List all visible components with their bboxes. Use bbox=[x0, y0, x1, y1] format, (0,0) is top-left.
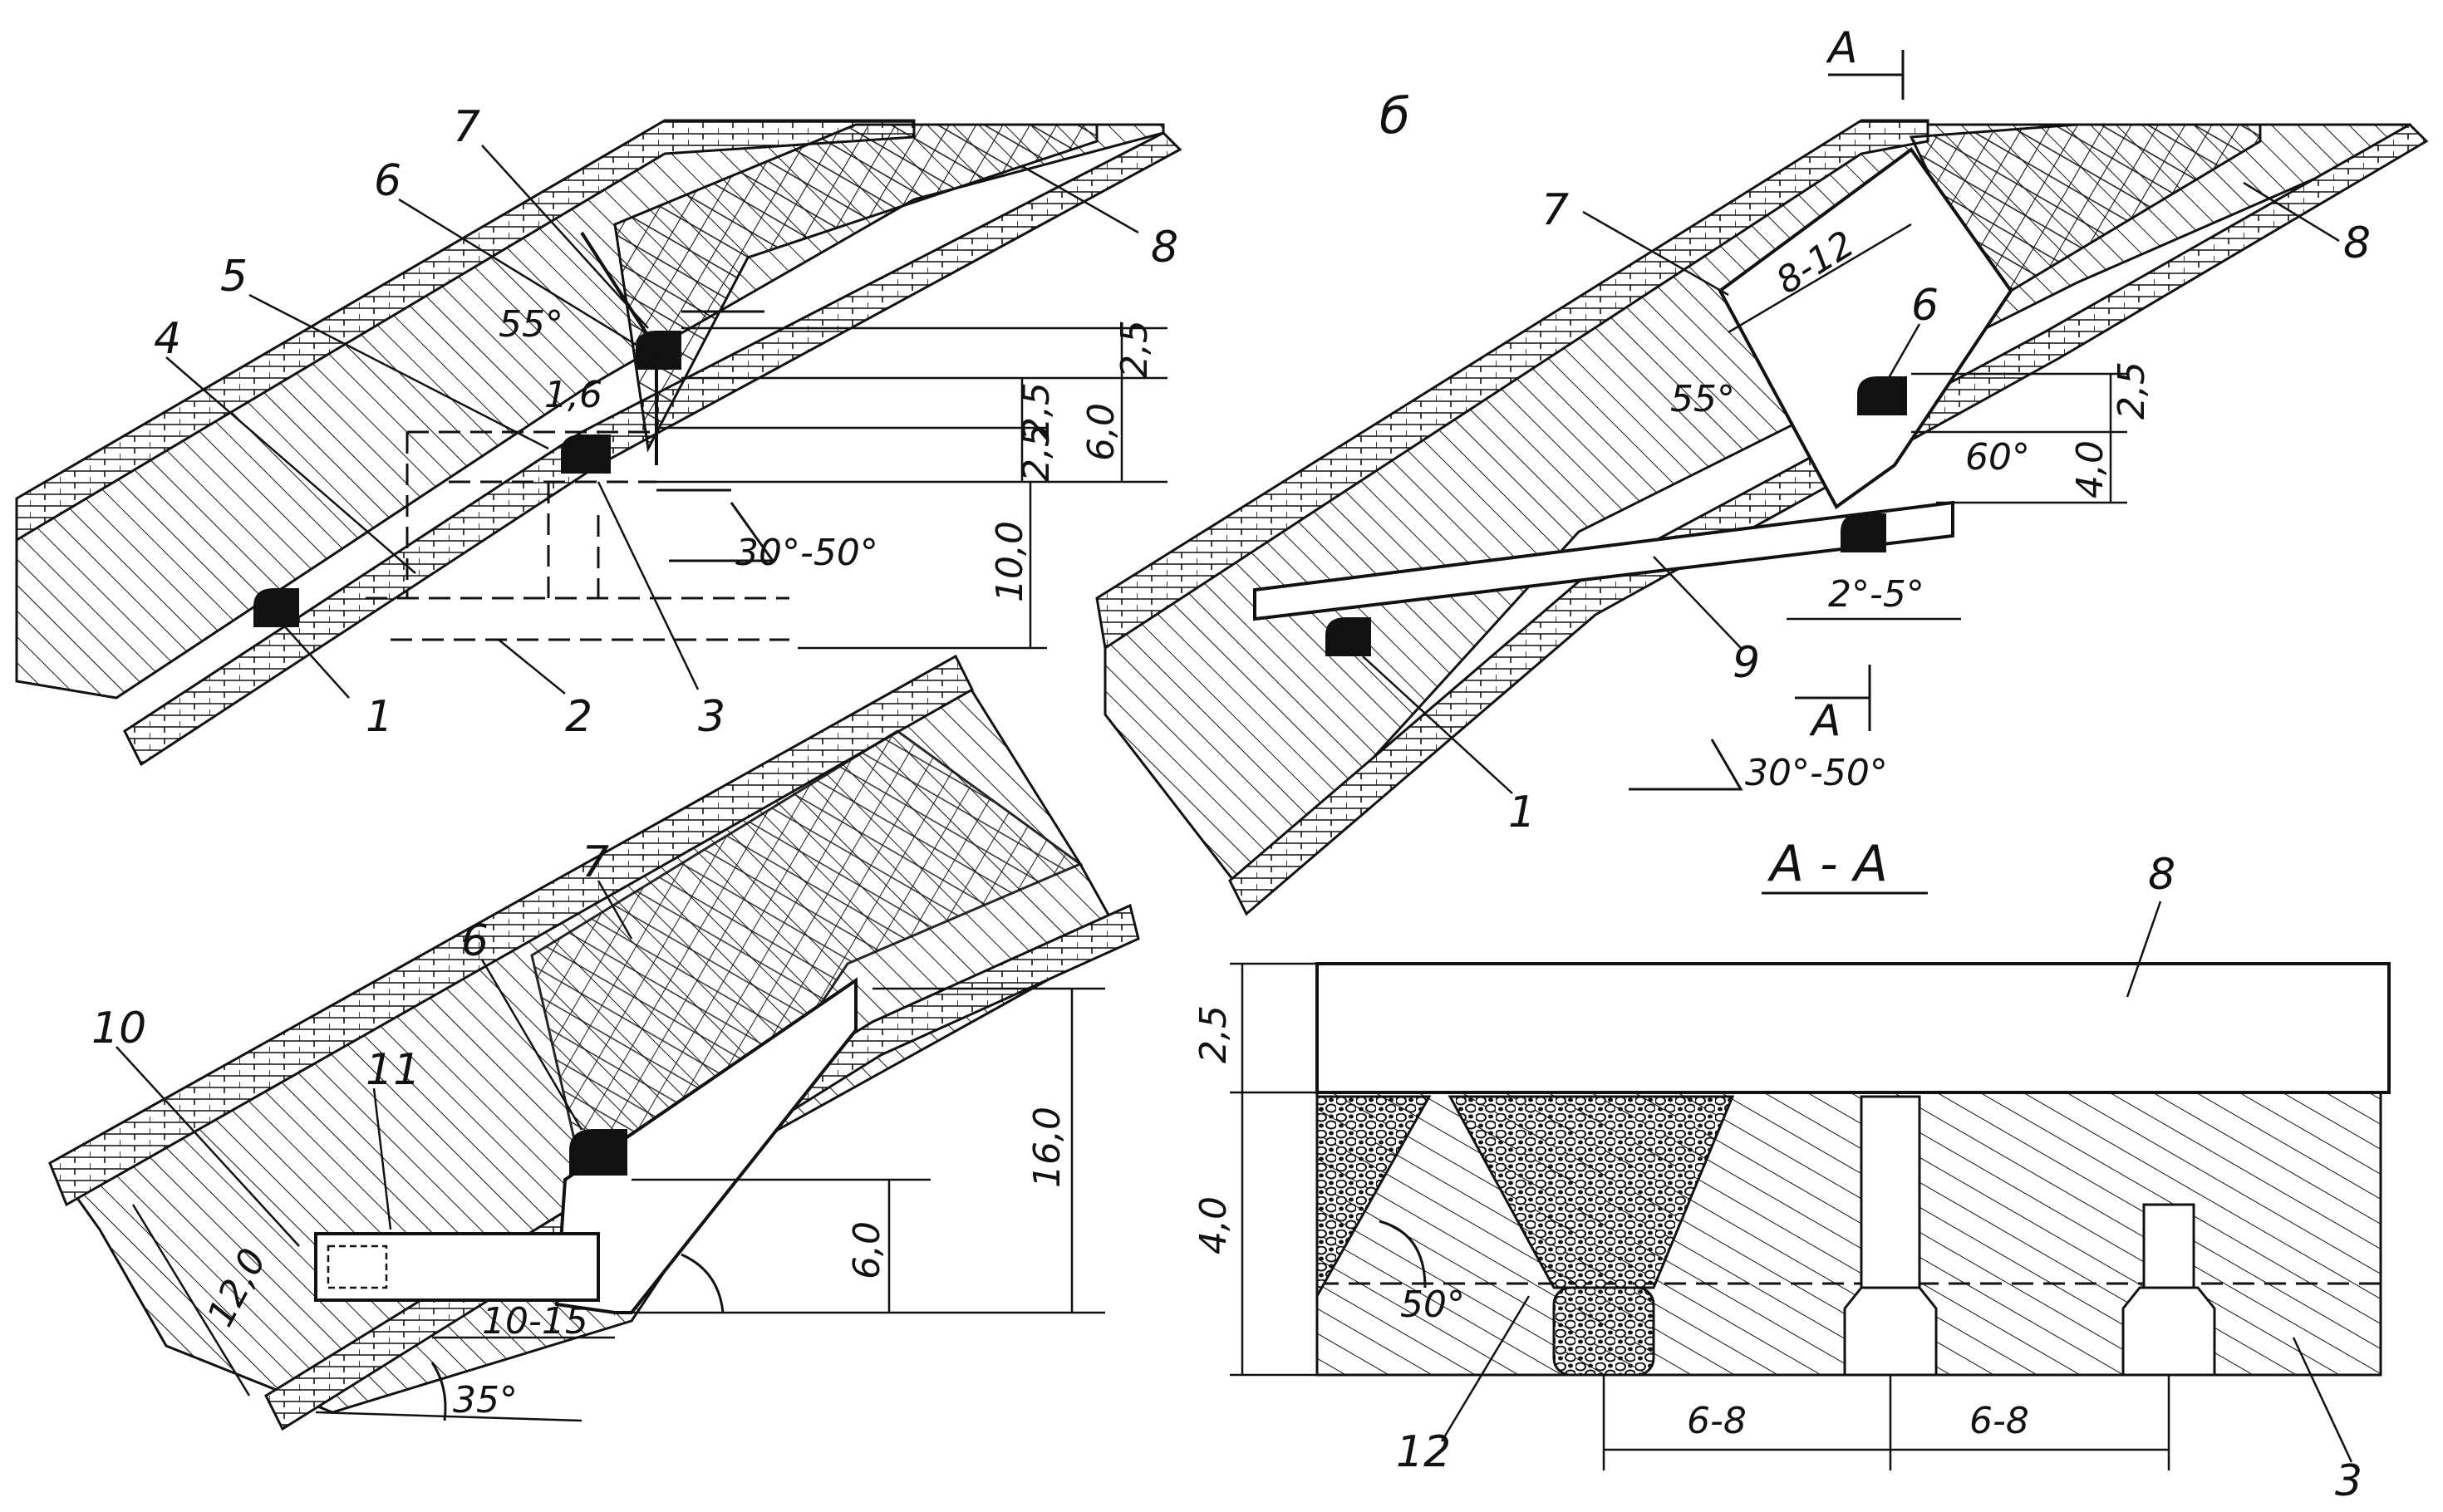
panel-c-dim-h-small: 6,0 bbox=[846, 1221, 888, 1279]
panel-b-drift-1 bbox=[1325, 617, 1371, 656]
panel-c-dim-h-big: 16,0 bbox=[1026, 1107, 1069, 1188]
panel-a-dim-h-total: 6,0 bbox=[1080, 403, 1123, 461]
panel-b-callout-7: 7 bbox=[1541, 185, 1569, 235]
panel-b-callout-6: 6 bbox=[1911, 281, 1939, 331]
panel-a-callout-1: 1 bbox=[366, 692, 393, 742]
panel-b-drift-6 bbox=[1857, 376, 1907, 415]
panel-b-callout-9: 9 bbox=[1733, 638, 1760, 688]
panel-a-dim-h-top: 2,5 bbox=[1113, 320, 1156, 378]
panel-b-dim-h-top: 2,5 bbox=[2111, 361, 2153, 420]
panel-b: б A A 7 8 6 9 1 8-12 55° 60° 2°-5° 30°-5… bbox=[1095, 23, 2429, 916]
panel-b-angle-steep: 55° bbox=[1670, 378, 1735, 420]
panel-b-section-mark-top: A bbox=[1826, 23, 1858, 73]
section-aa-callout-3: 3 bbox=[2335, 1456, 2362, 1506]
panel-a-callout-3: 3 bbox=[698, 692, 725, 742]
panel-b-angle-wall: 60° bbox=[1965, 436, 2030, 479]
panel-b-stope bbox=[1718, 147, 2013, 509]
section-aa-raise-1 bbox=[1860, 1095, 1921, 1294]
panel-b-dim-h-total: 4,0 bbox=[2069, 440, 2111, 498]
panel-a-callout-7: 7 bbox=[453, 102, 480, 152]
panel-c-upper-seam bbox=[48, 654, 974, 1207]
panel-a-dim-w-small: 1,6 bbox=[544, 374, 602, 416]
panel-a-angle-steep: 55° bbox=[499, 303, 563, 346]
panel-a-drift-1 bbox=[253, 588, 299, 627]
panel-a-callout-4: 4 bbox=[154, 314, 181, 364]
panel-c: 10 11 6 7 12,0 10-15 35° 16,0 6,0 bbox=[48, 654, 1140, 1431]
panel-a-callout-6: 6 bbox=[374, 156, 401, 206]
panel-a-dim-h-base: 10,0 bbox=[989, 521, 1031, 602]
panel-a-drift-3 bbox=[561, 434, 611, 474]
section-aa-level-8 bbox=[1315, 962, 2391, 1094]
panel-a: 7 6 5 4 1 2 3 8 55° 1,6 30°-50° 2,5 2,5 … bbox=[15, 102, 1182, 767]
panel-a-callout-8: 8 bbox=[1151, 223, 1178, 272]
panel-a-stope-wall bbox=[580, 231, 658, 351]
panel-a-callout-2: 2 bbox=[565, 692, 592, 742]
panel-c-dim-length: 10-15 bbox=[482, 1300, 588, 1343]
section-aa-dim-spacing-1: 6-8 bbox=[1687, 1400, 1747, 1442]
panel-b-dip-angle-mark bbox=[1629, 739, 1743, 791]
panel-a-dip-angle-mark bbox=[669, 502, 775, 562]
panel-b-angle-tilt: 2°-5° bbox=[1828, 573, 1924, 616]
section-aa-dim-h-low: 4,0 bbox=[1192, 1196, 1235, 1254]
panel-b-callout-1: 1 bbox=[1508, 788, 1536, 837]
section-aa-angle-cone: 50° bbox=[1400, 1284, 1465, 1326]
section-aa-funnel-main bbox=[1448, 1095, 1735, 1289]
section-aa-title: A - A bbox=[1767, 835, 1888, 893]
panel-b-angle-dip: 30°-50° bbox=[1745, 752, 1888, 794]
panel-a-dim-h-mid: 2,5 bbox=[1015, 382, 1058, 440]
panel-b-drift-draw bbox=[1841, 513, 1886, 552]
section-aa-funnel-left bbox=[1315, 1095, 1432, 1301]
panel-b-callout-8: 8 bbox=[2343, 218, 2371, 268]
panel-c-callout-10: 10 bbox=[91, 1004, 146, 1053]
section-aa-draw-point-12 bbox=[1552, 1286, 1655, 1377]
panel-b-lower-seam bbox=[1228, 123, 2429, 916]
panel-c-drift-11 bbox=[314, 1232, 600, 1302]
panel-a-drift-6 bbox=[636, 331, 681, 370]
section-aa-drift-1 bbox=[1843, 1286, 1938, 1377]
section-aa-callout-12: 12 bbox=[1396, 1427, 1451, 1477]
panel-c-callout-11: 11 bbox=[366, 1045, 420, 1095]
section-aa-dim-spacing-2: 6-8 bbox=[1969, 1400, 2029, 1442]
panel-c-callout-6: 6 bbox=[461, 916, 489, 966]
panel-b-inclined-drift bbox=[1253, 500, 1954, 621]
section-aa-dim-h-top: 2,5 bbox=[1192, 1005, 1235, 1063]
panel-c-angle-dip: 35° bbox=[453, 1379, 518, 1421]
section-aa: A - A 8 12 3 50° 2,5 4,0 bbox=[1192, 835, 2391, 1506]
panel-a-caved-zone bbox=[613, 123, 1099, 453]
panel-c-drift-6 bbox=[569, 1129, 627, 1176]
panel-a-dim-h-low: 2,5 bbox=[1015, 424, 1058, 482]
section-aa-raise-2 bbox=[2142, 1203, 2195, 1294]
section-aa-callout-8: 8 bbox=[2148, 850, 2175, 900]
section-aa-drift-2 bbox=[2121, 1286, 2216, 1377]
panel-a-callout-5: 5 bbox=[220, 252, 248, 302]
panel-b-section-mark-bottom: A bbox=[1809, 696, 1841, 746]
panel-c-callout-7: 7 bbox=[582, 837, 609, 887]
panel-a-angle-dip: 30°-50° bbox=[735, 532, 878, 574]
panel-b-letter: б bbox=[1379, 87, 1410, 145]
